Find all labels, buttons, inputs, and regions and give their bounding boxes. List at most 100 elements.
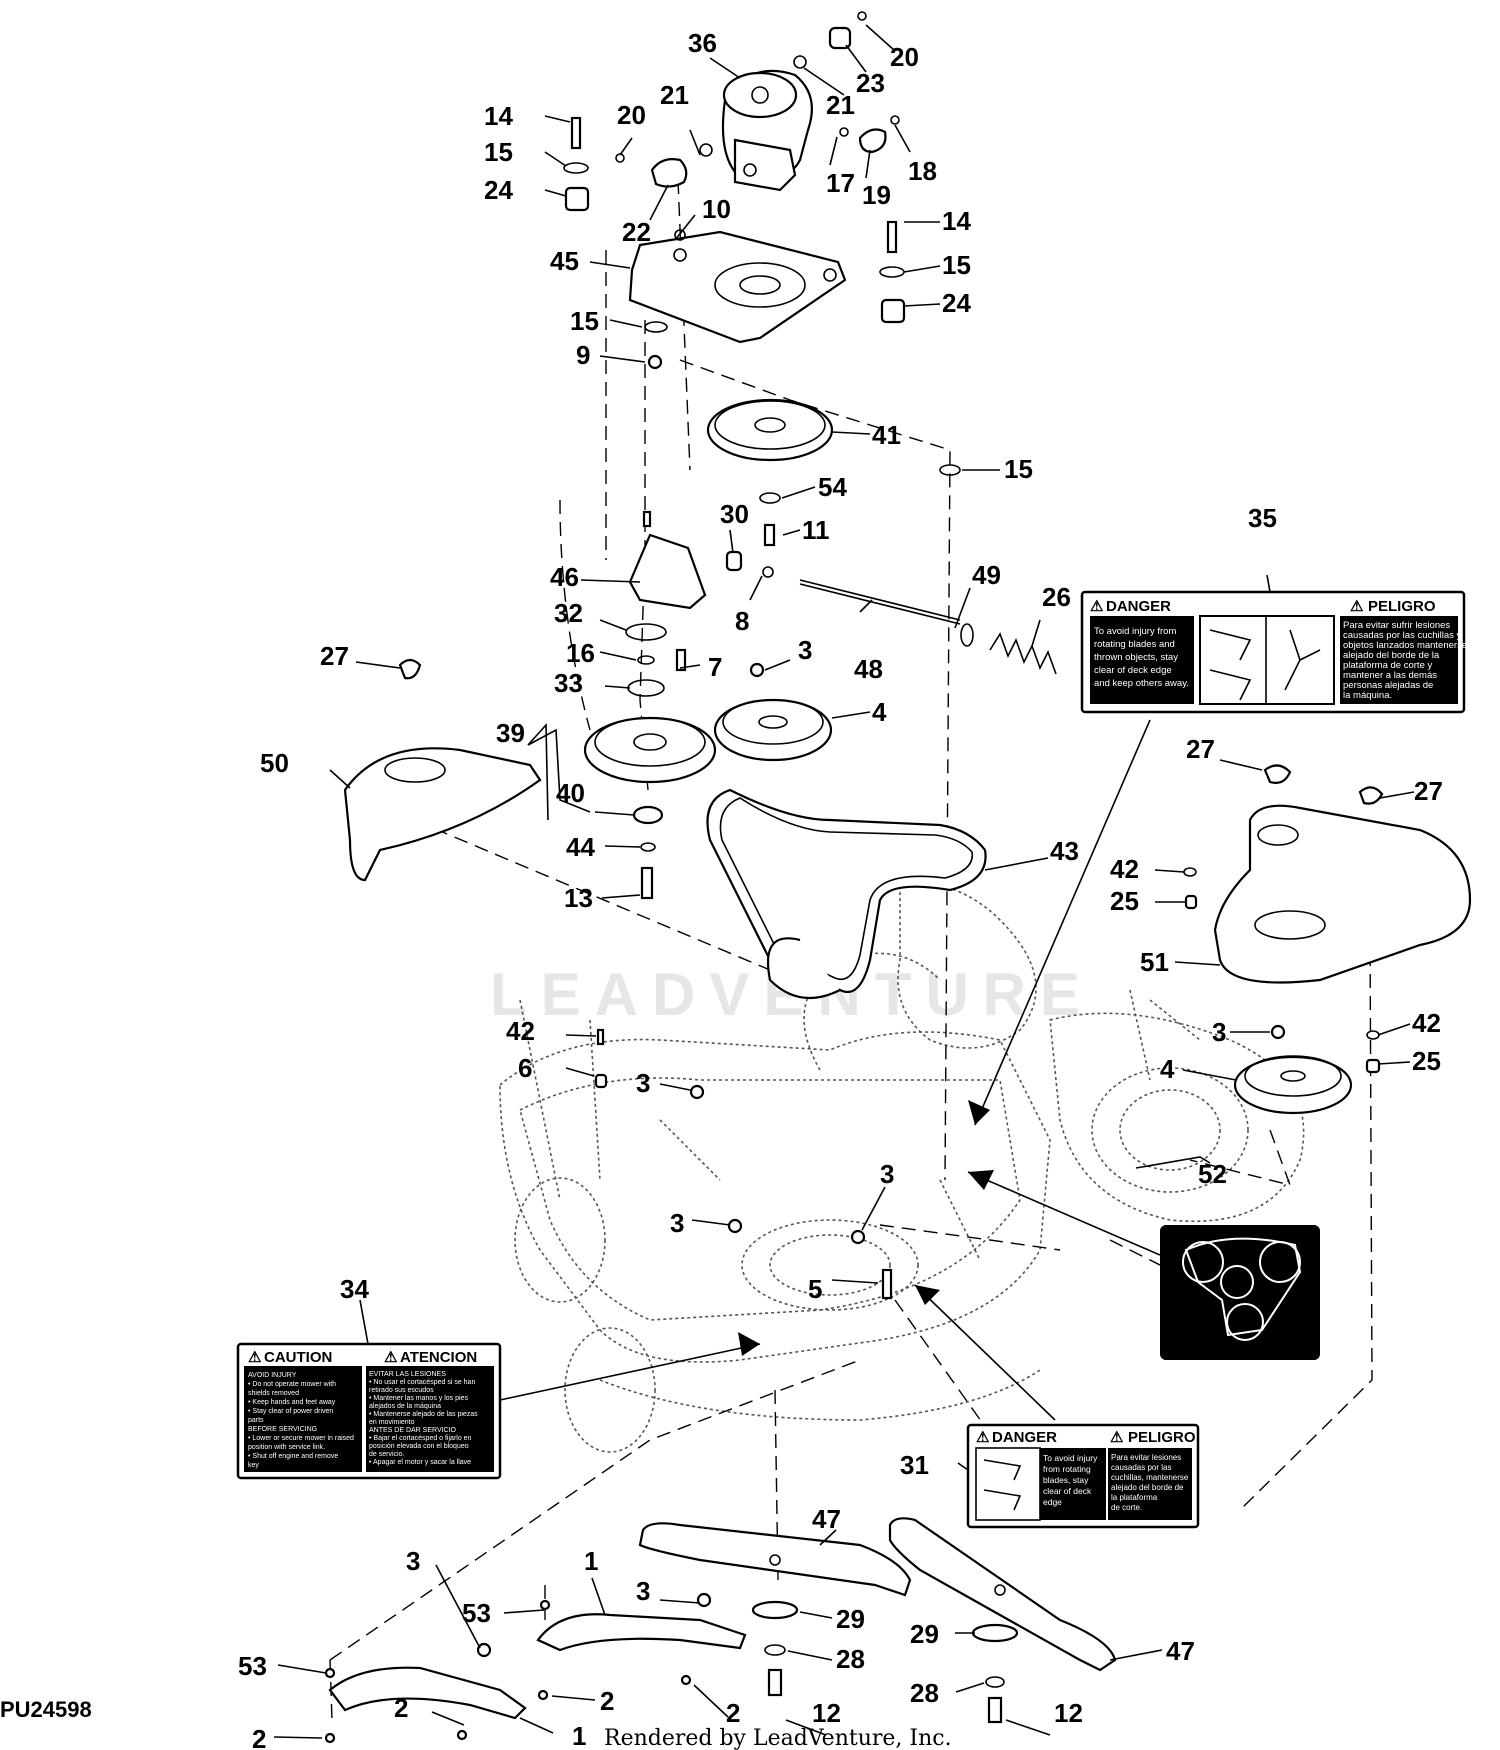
callout-label: 42 bbox=[1110, 854, 1139, 884]
svg-text:rotating blades and: rotating blades and bbox=[1094, 639, 1175, 650]
drive-belt-43 bbox=[706, 788, 987, 1000]
svg-text:• Lower or secure mower in rai: • Lower or secure mower in raised bbox=[248, 1435, 354, 1442]
svg-text:objetos lanzados mantenerse: objetos lanzados mantenerse bbox=[1343, 640, 1467, 651]
callout-label: 47 bbox=[812, 1504, 841, 1534]
svg-text:key: key bbox=[248, 1462, 259, 1469]
callout-label: 1 bbox=[572, 1721, 586, 1750]
callout-label: 32 bbox=[554, 598, 583, 628]
callout-label: 45 bbox=[550, 246, 579, 276]
callout-label: 31 bbox=[900, 1450, 929, 1480]
callout-label: 24 bbox=[484, 175, 513, 205]
gearbox-36 bbox=[721, 69, 813, 192]
svg-text:BEFORE SERVICING: BEFORE SERVICING bbox=[248, 1426, 317, 1433]
svg-text:• Mantenerse alejado de las pi: • Mantenerse alejado de las piezas bbox=[369, 1411, 478, 1418]
svg-text:alejado del borde de la: alejado del borde de la bbox=[1343, 650, 1440, 661]
callout-label: 49 bbox=[972, 560, 1001, 590]
svg-text:la máquina.: la máquina. bbox=[1343, 690, 1392, 701]
idler-arm-assembly bbox=[628, 510, 1057, 675]
callout-label: 8 bbox=[735, 606, 749, 636]
callout-label: 44 bbox=[566, 832, 595, 862]
callout-label: 5 bbox=[808, 1274, 822, 1304]
callout-label: 50 bbox=[260, 748, 289, 778]
callout-label: 2 bbox=[394, 1693, 408, 1723]
decal-31-right-title: PELIGRO bbox=[1128, 1429, 1196, 1446]
svg-text:thrown objects, stay: thrown objects, stay bbox=[1094, 652, 1178, 663]
decal-34-right-title: ATENCION bbox=[400, 1349, 477, 1366]
callout-label: 23 bbox=[856, 68, 885, 98]
svg-text:clear of deck edge: clear of deck edge bbox=[1094, 665, 1172, 676]
callout-label: 46 bbox=[550, 562, 579, 592]
callout-label: 28 bbox=[836, 1644, 865, 1674]
svg-text:retirado sus escudos: retirado sus escudos bbox=[369, 1387, 434, 1394]
svg-text:• Apagar el motor y sacar la l: • Apagar el motor y sacar la llave bbox=[369, 1459, 471, 1466]
callout-label: 48 bbox=[854, 654, 883, 684]
callout-label: 39 bbox=[496, 718, 525, 748]
callout-label: 53 bbox=[238, 1651, 267, 1681]
callout-label: 51 bbox=[1140, 947, 1169, 977]
callout-label: 21 bbox=[660, 80, 689, 110]
callout-label: 40 bbox=[556, 778, 585, 808]
svg-text:shields removed: shields removed bbox=[248, 1390, 299, 1397]
decal-34-left-title: CAUTION bbox=[264, 1349, 332, 1366]
callout-label: 10 bbox=[702, 194, 731, 224]
svg-text:ANTES DE DAR SERVICIO: ANTES DE DAR SERVICIO bbox=[369, 1427, 457, 1434]
svg-text:⚠: ⚠ bbox=[1110, 1429, 1124, 1446]
svg-text:blades, stay: blades, stay bbox=[1043, 1475, 1089, 1485]
svg-text:⚠: ⚠ bbox=[1350, 598, 1364, 615]
callout-label: 1 bbox=[584, 1546, 598, 1576]
svg-text:parts: parts bbox=[248, 1417, 264, 1424]
callout-label: 3 bbox=[670, 1208, 684, 1238]
svg-text:⚠: ⚠ bbox=[976, 1429, 990, 1446]
blade-47-left bbox=[638, 1522, 912, 1697]
svg-text:causadas por las cuchillas y: causadas por las cuchillas y bbox=[1343, 630, 1462, 641]
svg-text:AVOID INJURY: AVOID INJURY bbox=[248, 1372, 297, 1379]
svg-text:To avoid injury: To avoid injury bbox=[1043, 1453, 1098, 1463]
callout-label: 33 bbox=[554, 668, 583, 698]
callout-label: 25 bbox=[1412, 1046, 1441, 1076]
callout-label: 3 bbox=[798, 635, 812, 665]
decal-35-danger: DANGER PELIGRO ⚠ ⚠ To avoid injury from … bbox=[1080, 590, 1467, 714]
callout-label: 3 bbox=[406, 1546, 420, 1576]
callout-label: 47 bbox=[1166, 1636, 1195, 1666]
callout-label: 26 bbox=[1042, 582, 1071, 612]
callout-label: 41 bbox=[872, 420, 901, 450]
callout-label: 34 bbox=[340, 1274, 369, 1304]
callout-label: 16 bbox=[566, 638, 595, 668]
decal-31-danger: DANGER PELIGRO ⚠ ⚠ To avoid injury from … bbox=[966, 1423, 1200, 1529]
svg-text:plataforma de corte y: plataforma de corte y bbox=[1343, 660, 1432, 671]
shield-51 bbox=[1183, 764, 1472, 984]
decal-31-right-text: Para evitar lesiones causadas por las cu… bbox=[1111, 1453, 1189, 1512]
idler-stack-39 bbox=[583, 623, 717, 900]
callout-label: 54 bbox=[818, 472, 847, 502]
callout-label: 36 bbox=[688, 28, 717, 58]
svg-text:alejados de la máquina: alejados de la máquina bbox=[369, 1403, 441, 1410]
baffles-1 bbox=[324, 1592, 747, 1744]
callout-label: 2 bbox=[252, 1724, 266, 1750]
svg-text:⚠: ⚠ bbox=[384, 1349, 398, 1366]
callout-label: 17 bbox=[826, 168, 855, 198]
svg-text:• No usar el cortacésped si se: • No usar el cortacésped si se han bbox=[369, 1379, 475, 1386]
callout-label: 24 bbox=[942, 288, 971, 318]
svg-text:Para evitar lesiones: Para evitar lesiones bbox=[1111, 1453, 1181, 1462]
callout-label: 52 bbox=[1198, 1159, 1227, 1189]
svg-text:clear of deck: clear of deck bbox=[1043, 1486, 1092, 1496]
svg-text:de corte.: de corte. bbox=[1111, 1503, 1142, 1512]
callout-label: 43 bbox=[1050, 836, 1079, 866]
callout-label: 19 bbox=[862, 180, 891, 210]
mount-plate-45 bbox=[628, 229, 847, 370]
pulley-41 bbox=[706, 398, 961, 547]
callout-label: 53 bbox=[462, 1598, 491, 1628]
svg-text:• Keep hands and feet away: • Keep hands and feet away bbox=[248, 1399, 336, 1406]
pulley-4-left bbox=[713, 662, 833, 762]
callout-label: 12 bbox=[812, 1698, 841, 1728]
callout-label: 35 bbox=[1248, 503, 1277, 533]
decal-31-left-title: DANGER bbox=[992, 1429, 1057, 1446]
svg-text:EVITAR LAS LESIONES: EVITAR LAS LESIONES bbox=[369, 1371, 446, 1378]
svg-text:and keep others away.: and keep others away. bbox=[1094, 678, 1189, 689]
deck-hardware bbox=[594, 1028, 893, 1300]
callout-label: 42 bbox=[1412, 1008, 1441, 1038]
callout-label: 30 bbox=[720, 499, 749, 529]
decal-35-left-text: To avoid injury from rotating blades and… bbox=[1094, 626, 1189, 689]
callout-label: 27 bbox=[1186, 734, 1215, 764]
diagram-id: PU24598 bbox=[0, 1697, 92, 1722]
